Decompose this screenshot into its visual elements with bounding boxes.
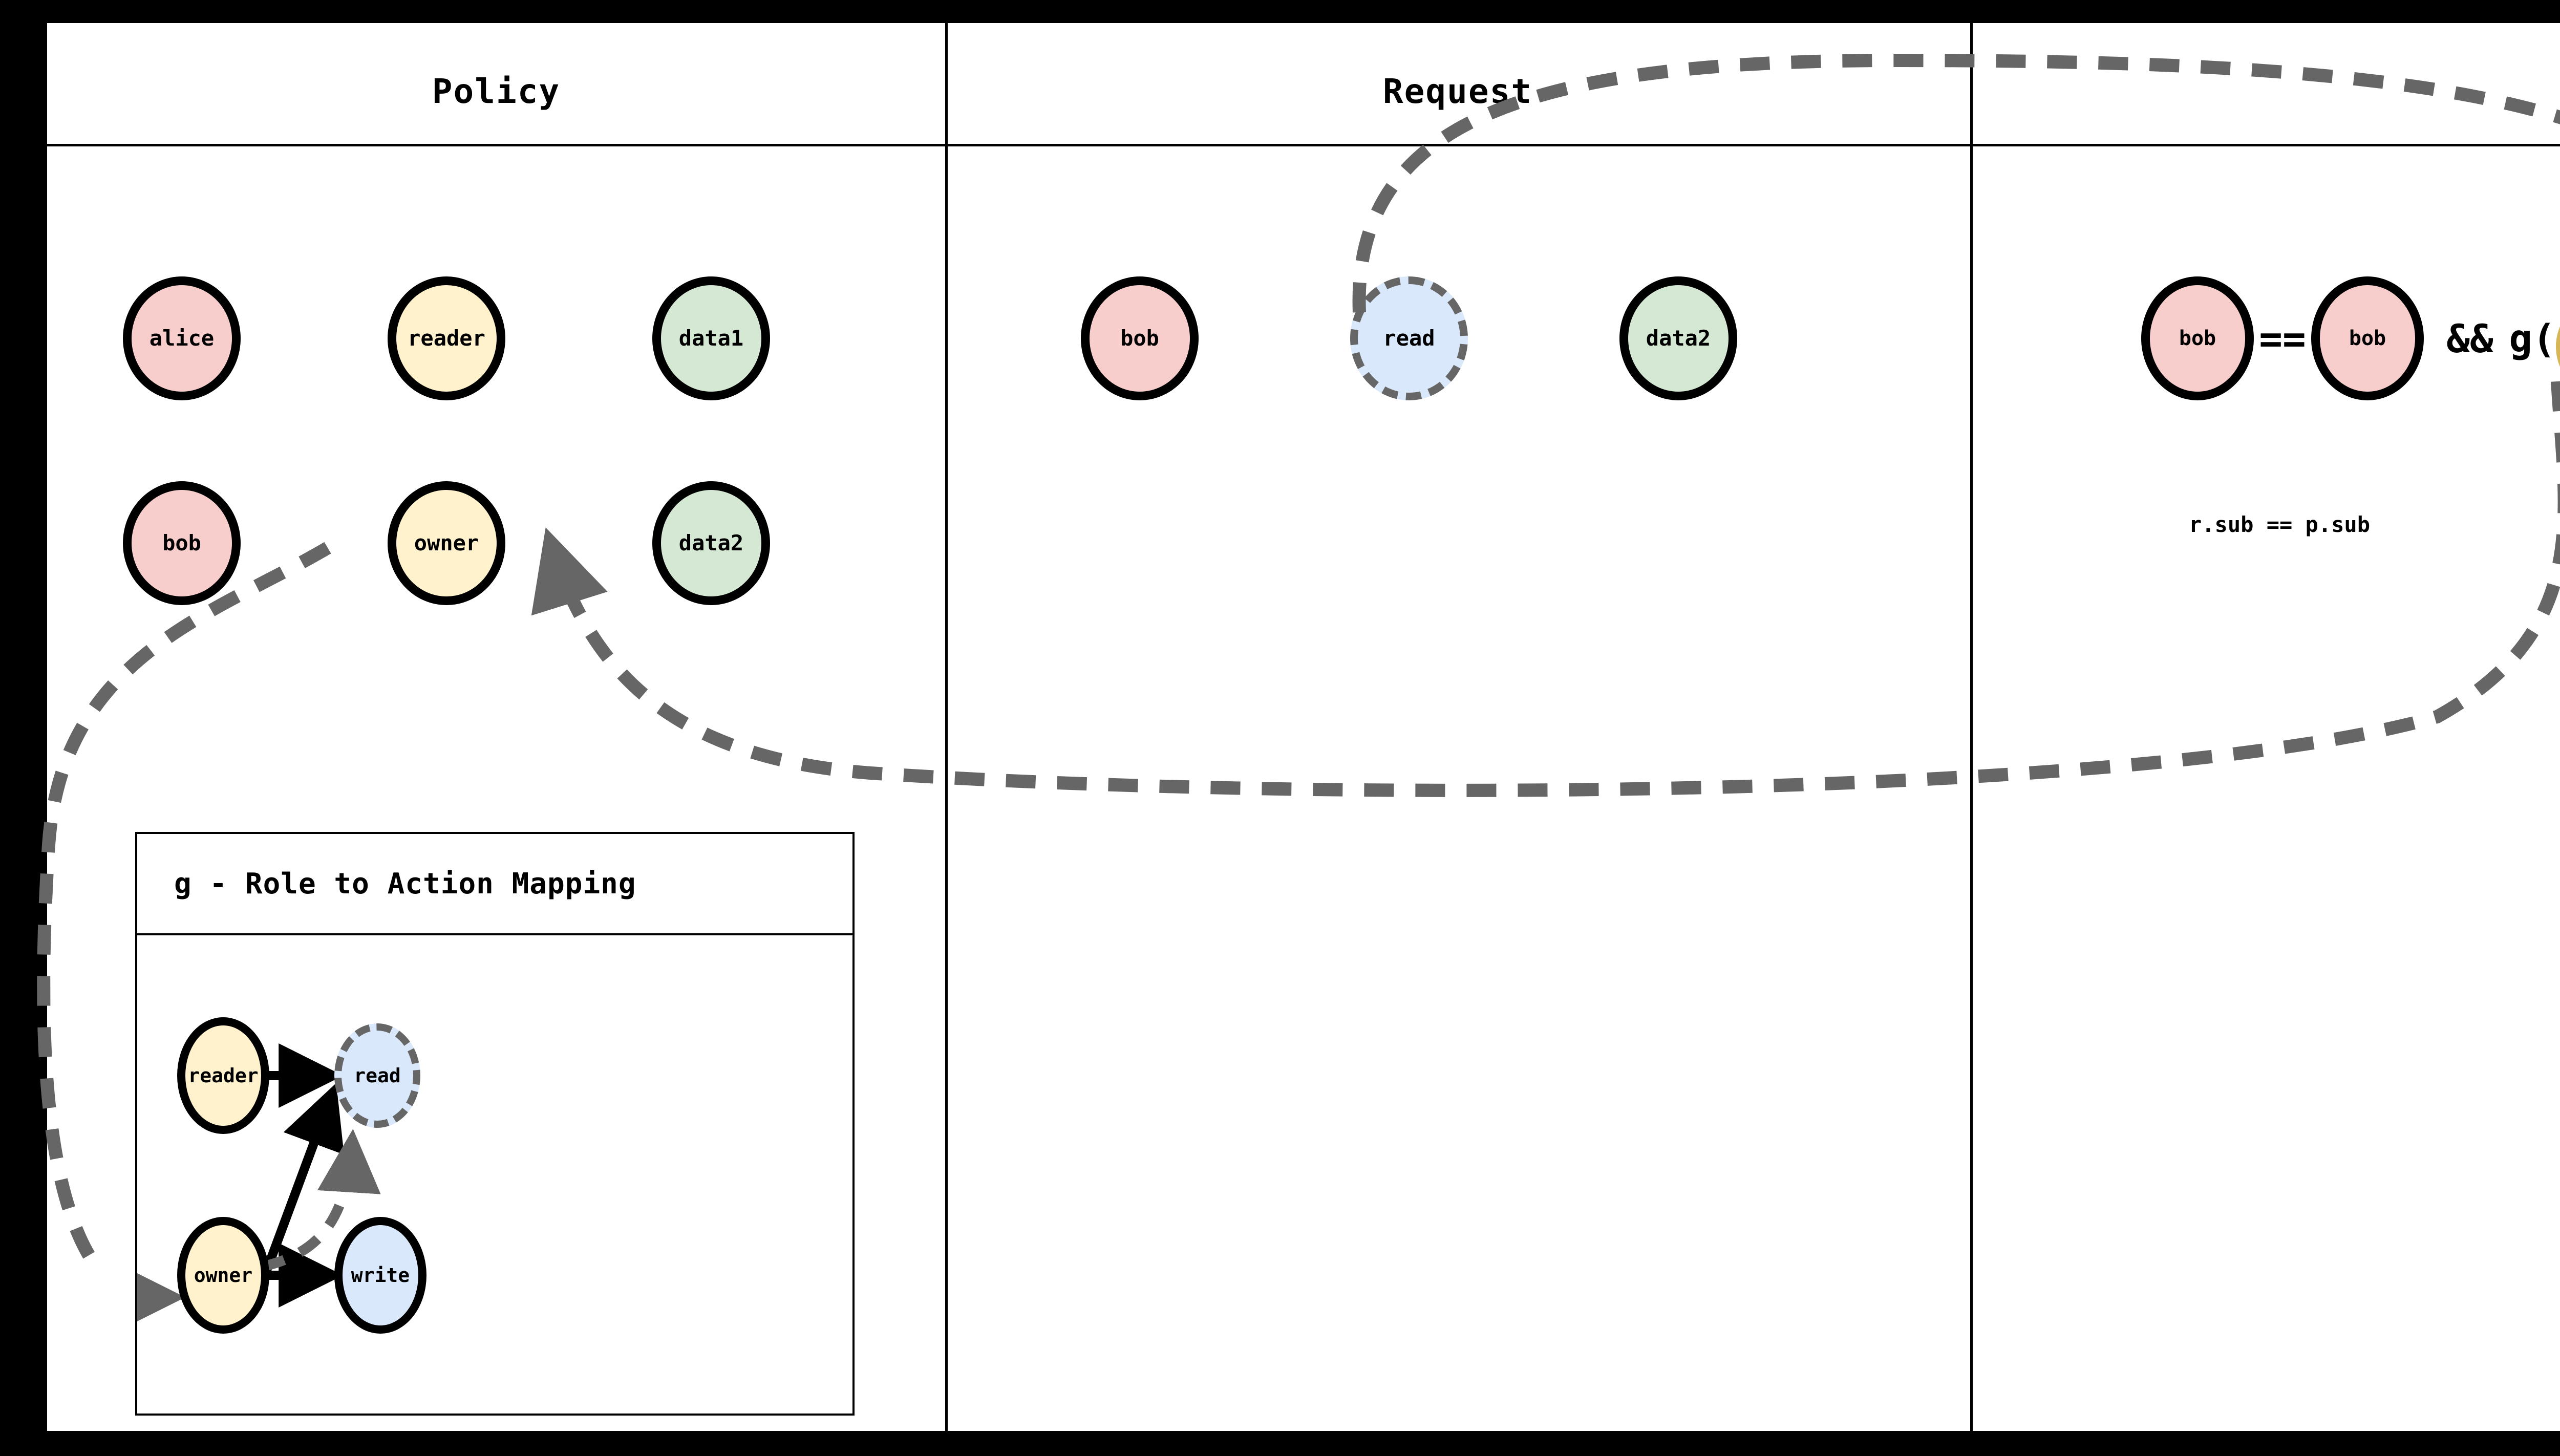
edge-owner-to-read (261, 1083, 344, 1276)
policy-node-owner[interactable]: owner (388, 481, 505, 605)
policy-node-alice[interactable]: alice (123, 276, 241, 400)
lane-title-matching: Matching (1970, 72, 2560, 111)
node-label: owner (194, 1264, 253, 1287)
matching-operator-g-open: g( (2509, 315, 2556, 361)
request-node-data2[interactable]: data2 (1619, 276, 1737, 400)
node-label: write (351, 1264, 410, 1287)
node-label: reader (408, 326, 485, 351)
request-node-read[interactable]: read (1350, 276, 1468, 400)
diagram-white-area: Policy Request Matching alice reader dat… (47, 23, 2560, 1431)
request-node-bob[interactable]: bob (1081, 276, 1199, 400)
matching-caption-subject: r.sub == p.sub (2188, 512, 2370, 537)
subgraph-node-reader[interactable]: reader (177, 1017, 269, 1134)
node-label: owner (414, 530, 479, 555)
node-label: data2 (678, 530, 744, 555)
lane-title-policy: Policy (432, 72, 561, 111)
subgraph-node-owner[interactable]: owner (177, 1217, 269, 1334)
lane-divider-request-matching (1970, 23, 1973, 1431)
policy-node-bob[interactable]: bob (123, 481, 241, 605)
node-label: reader (188, 1064, 259, 1087)
node-label: data1 (678, 326, 744, 351)
matching-caption-action: g(p.act, r.act) (2477, 512, 2560, 537)
node-label: read (354, 1064, 401, 1087)
subgraph-node-write[interactable]: write (334, 1217, 426, 1334)
node-label: read (1383, 326, 1435, 351)
header-separator-rule (47, 144, 2560, 146)
matching-operator-equals-1: == (2259, 315, 2306, 361)
matching-operator-and-1: && (2446, 315, 2493, 361)
subgraph-node-read[interactable]: read (334, 1023, 420, 1128)
node-label: bob (1120, 326, 1159, 351)
matching-node-policy-sub[interactable]: bob (2311, 276, 2424, 400)
node-label: bob (2179, 327, 2216, 350)
node-label: bob (162, 530, 201, 555)
policy-node-data2[interactable]: data2 (652, 481, 770, 605)
policy-node-reader[interactable]: reader (388, 276, 505, 400)
subgraph-header: g - Role to Action Mapping (137, 834, 852, 935)
matching-node-request-sub[interactable]: bob (2141, 276, 2254, 400)
subgraph-g-role-to-action-mapping: g - Role to Action Mapping (135, 832, 855, 1416)
node-label: data2 (1646, 326, 1711, 351)
lane-divider-policy-request (945, 23, 948, 1431)
subgraph-title: g - Role to Action Mapping (174, 867, 636, 901)
lane-title-request: Request (1382, 72, 1533, 111)
policy-node-data1[interactable]: data1 (652, 276, 770, 400)
node-label: bob (2349, 327, 2386, 350)
edge-dashed-g-owner-to-g-read (261, 1129, 381, 1272)
node-label: alice (149, 326, 215, 351)
